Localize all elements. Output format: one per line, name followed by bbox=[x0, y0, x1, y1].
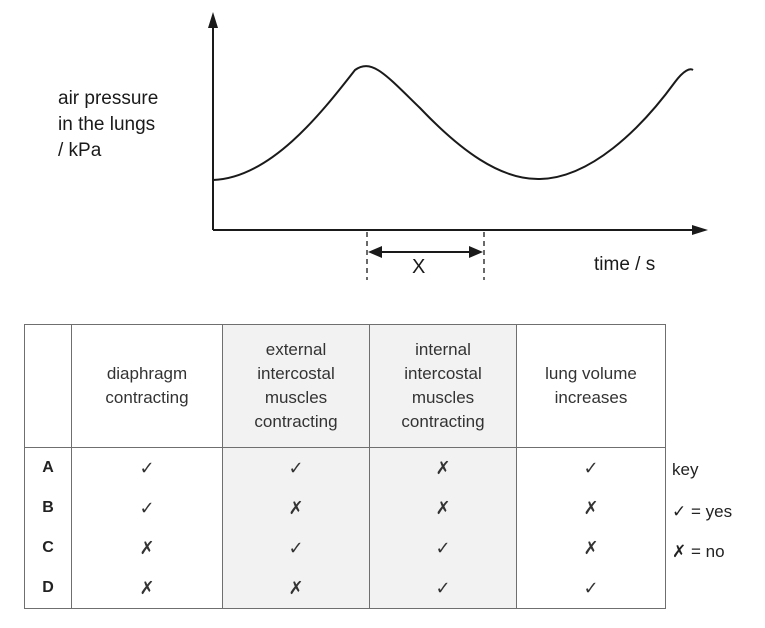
x-axis-arrow bbox=[692, 225, 708, 235]
row-label: B bbox=[24, 488, 72, 528]
header-lung-volume: lung volume increases bbox=[516, 324, 666, 448]
cell-external: ✗ bbox=[222, 568, 370, 609]
y-axis-arrow bbox=[208, 12, 218, 28]
y-axis-label-line-3: / kPa bbox=[58, 140, 102, 161]
cell-lung-volume: ✓ bbox=[516, 447, 666, 488]
key-no: ✗ = no bbox=[672, 542, 725, 561]
cell-diaphragm: ✗ bbox=[71, 568, 223, 609]
table-row-a: A ✓ ✓ ✗ ✓ bbox=[24, 447, 666, 488]
interval-arrow-left-head bbox=[368, 246, 382, 258]
key-title: key bbox=[672, 460, 699, 479]
y-axis-label-line-2: in the lungs bbox=[58, 114, 156, 135]
y-axis-label-line-1: air pressure bbox=[58, 88, 159, 109]
cell-external: ✗ bbox=[222, 488, 370, 528]
cell-external: ✓ bbox=[222, 447, 370, 488]
cell-internal: ✗ bbox=[369, 447, 517, 488]
header-diaphragm: diaphragm contracting bbox=[71, 324, 223, 448]
key-yes: ✓ = yes bbox=[672, 502, 733, 521]
table-row-d: D ✗ ✗ ✓ ✓ bbox=[24, 568, 666, 609]
header-blank bbox=[24, 324, 72, 448]
row-label: A bbox=[24, 447, 72, 488]
interval-label: X bbox=[412, 256, 426, 278]
cell-internal: ✗ bbox=[369, 488, 517, 528]
pressure-curve bbox=[212, 65, 694, 181]
header-external-intercostal: external intercostal muscles contracting bbox=[222, 324, 370, 448]
header-internal-intercostal: internal intercostal muscles contracting bbox=[369, 324, 517, 448]
table-row-b: B ✓ ✗ ✗ ✗ bbox=[24, 488, 666, 528]
cell-lung-volume: ✗ bbox=[516, 488, 666, 528]
row-label: C bbox=[24, 528, 72, 568]
y-axis-label: air pressure in the lungs / kPa bbox=[58, 86, 158, 164]
pressure-graph bbox=[208, 12, 708, 280]
interval-arrow-right-head bbox=[469, 246, 483, 258]
x-axis-label: time / s bbox=[594, 254, 656, 275]
table-header-row: diaphragm contracting external intercost… bbox=[24, 324, 666, 448]
cell-lung-volume: ✗ bbox=[516, 528, 666, 568]
cell-internal: ✓ bbox=[369, 528, 517, 568]
cell-diaphragm: ✓ bbox=[71, 488, 223, 528]
table-row-c: C ✗ ✓ ✓ ✗ bbox=[24, 528, 666, 568]
answer-table: diaphragm contracting external intercost… bbox=[24, 324, 666, 609]
cell-external: ✓ bbox=[222, 528, 370, 568]
cell-lung-volume: ✓ bbox=[516, 568, 666, 609]
cell-diaphragm: ✓ bbox=[71, 447, 223, 488]
row-label: D bbox=[24, 568, 72, 609]
cell-internal: ✓ bbox=[369, 568, 517, 609]
cell-diaphragm: ✗ bbox=[71, 528, 223, 568]
